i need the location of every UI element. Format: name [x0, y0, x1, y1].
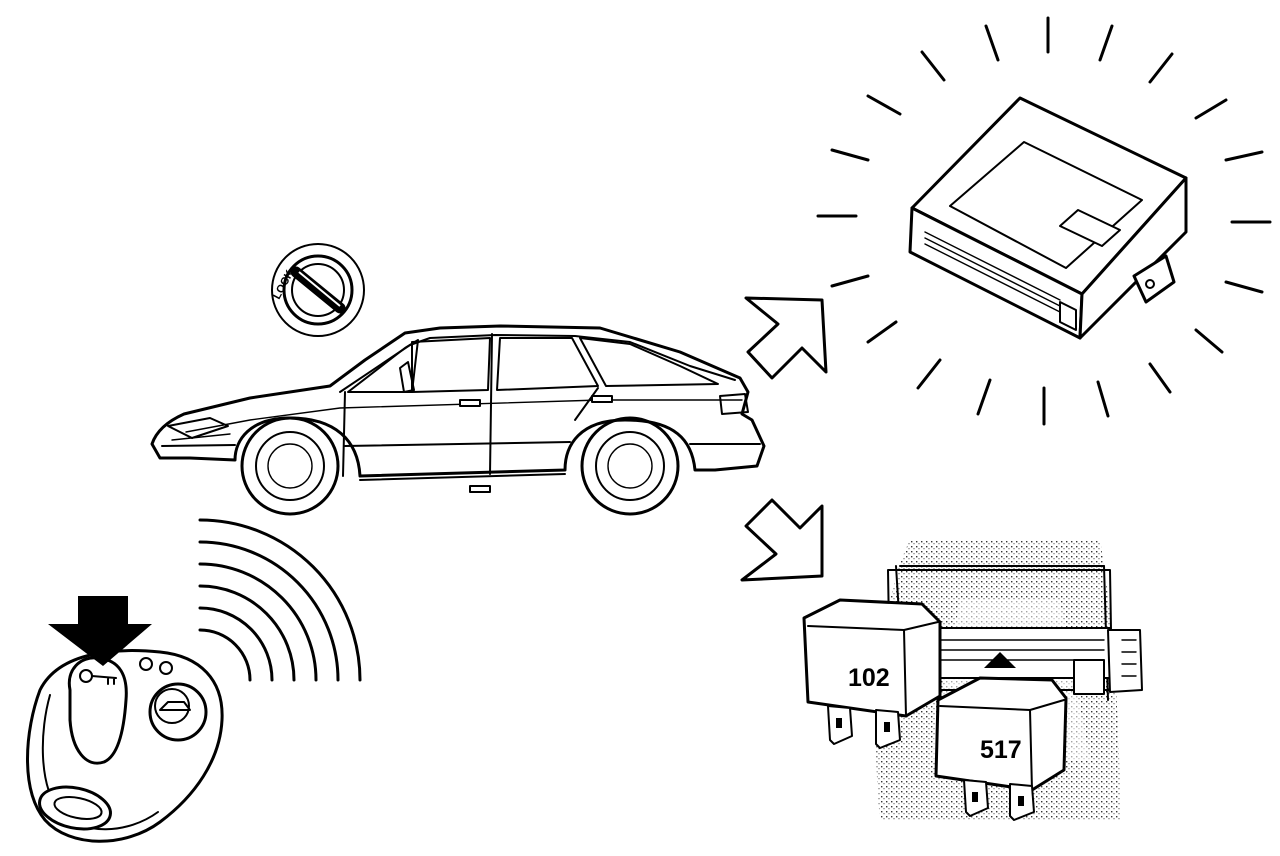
relay-517: 517 — [934, 676, 1068, 821]
ignition-lock-icon: LOCK — [271, 243, 365, 337]
car-icon — [150, 324, 766, 516]
control-module-icon — [908, 96, 1188, 340]
radio-signal-icon — [198, 518, 362, 682]
relay-102-label: 102 — [848, 664, 890, 692]
trunk-button — [148, 682, 208, 742]
flash-rays — [816, 16, 1272, 426]
key-fob-icon — [26, 649, 224, 843]
relay-517-label: 517 — [980, 736, 1022, 764]
hollow-arrow-icon-lower — [740, 498, 824, 582]
press-down-arrow-icon — [48, 596, 152, 666]
relay-102: 102 — [802, 598, 942, 749]
hollow-arrow-icon-upper — [744, 296, 828, 380]
lock-button — [67, 656, 128, 765]
